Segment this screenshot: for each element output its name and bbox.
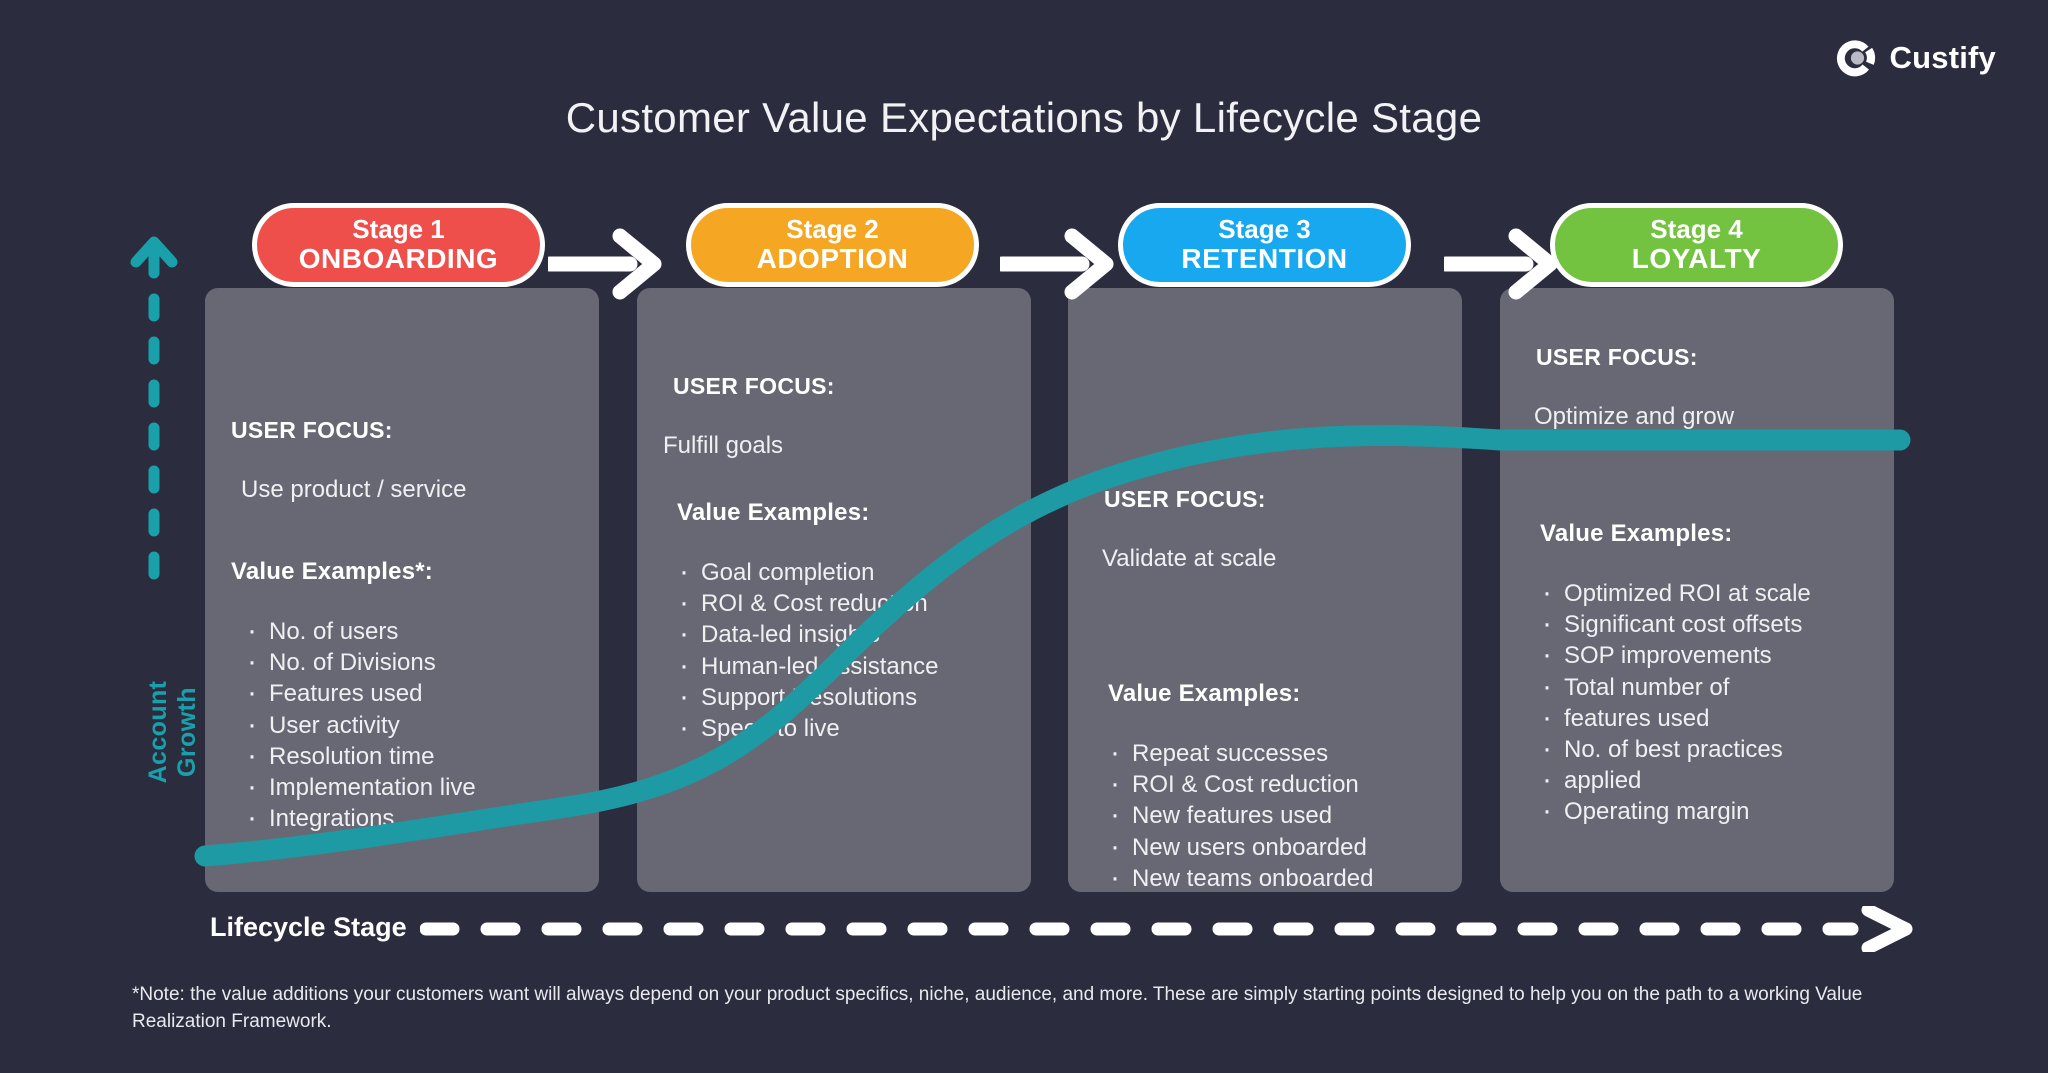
stage-panel-2: USER FOCUS: Fulfill goals Value Examples… [637,288,1031,892]
stage-badge-1[interactable]: Stage 1 ONBOARDING [252,203,545,287]
stage-3-focus-label: USER FOCUS: [1104,486,1266,512]
list-item: Features used [243,676,476,709]
stage-4-badge-bottom: LOYALTY [1631,242,1762,274]
stage-4-focus-text: Optimize and grow [1534,403,1735,430]
stage-1-badge-top: Stage 1 [352,214,445,245]
list-item: Data-led insights [675,617,938,650]
list-item: Goal completion [675,555,938,588]
list-item: ROI & Cost reduction [1106,767,1373,800]
footnote: *Note: the value additions your customer… [132,984,1863,1032]
stage-4-examples-list: Optimized ROI at scale Significant cost … [1538,576,1811,828]
page-title: Customer Value Expectations by Lifecycle… [565,94,1483,141]
stage-1-focus-text: Use product / service [241,476,467,503]
brand-logo: Custify [1836,38,1996,78]
list-item: Repeat successes [1106,736,1373,769]
list-item: Support Resolutions [675,680,938,713]
stage-panel-4: USER FOCUS: Optimize and grow Value Exam… [1500,288,1894,892]
x-axis-arrow-icon [420,906,1913,952]
stage-4-badge-top: Stage 4 [1650,214,1743,245]
stage-badge-2[interactable]: Stage 2 ADOPTION [686,203,979,287]
list-item: No. of users [243,614,476,647]
list-item: Integrations [243,801,476,834]
list-item: New users onboarded [1106,830,1373,863]
stage-1-badge-bottom: ONBOARDING [298,242,499,274]
stage-2-focus-text: Fulfill goals [663,432,784,459]
x-axis-label: Lifecycle Stage [210,912,407,942]
list-item: New features used [1106,798,1373,831]
stage-3-badge-top: Stage 3 [1218,214,1311,245]
list-item: Significant cost offsets [1538,607,1811,640]
stage-3-badge-bottom: RETENTION [1181,242,1348,274]
list-item: ROI & Cost reduction [675,586,938,619]
list-item: New teams onboarded [1106,861,1373,894]
stage-1-examples-list: No. of users No. of Divisions Features u… [243,614,476,834]
list-item: No. of Divisions [243,645,476,678]
list-item: Resolution time [243,739,476,772]
stage-1-focus-label: USER FOCUS: [231,417,393,443]
stage-connector-arrow-3-icon [1444,228,1558,300]
list-item-continuation: features used [1538,701,1811,734]
stage-2-focus-label: USER FOCUS: [673,373,835,399]
list-item: Operating margin [1538,794,1811,827]
stage-4-examples-label: Value Examples: [1540,520,1733,547]
stage-1-examples-label: Value Examples*: [231,558,433,585]
stage-3-examples-list: Repeat successes ROI & Cost reduction Ne… [1106,736,1373,894]
stage-3-examples-label: Value Examples: [1108,680,1301,707]
list-item: User activity [243,708,476,741]
list-item: No. of best practices [1538,732,1811,765]
list-item-continuation: applied [1538,763,1811,796]
stage-panel-1: USER FOCUS: Use product / service Value … [205,288,599,892]
stage-2-examples-list: Goal completion ROI & Cost reduction Dat… [675,555,938,744]
stage-badge-3[interactable]: Stage 3 RETENTION [1118,203,1411,287]
y-axis-label: Account Growth [144,680,201,784]
stage-4-focus-label: USER FOCUS: [1536,344,1698,370]
list-item: SOP improvements [1538,638,1811,671]
y-axis-arrow-icon [130,236,178,580]
list-item: Human-led assistance [675,649,938,682]
stage-connector-arrow-1-icon [548,228,662,300]
list-item: Implementation live [243,770,476,803]
stage-2-badge-top: Stage 2 [786,214,879,245]
list-item: Optimized ROI at scale [1538,576,1811,609]
brand-name: Custify [1889,40,1996,75]
stage-2-badge-bottom: ADOPTION [756,242,909,274]
custify-logo-icon [1836,40,1875,77]
stage-3-focus-text: Validate at scale [1102,545,1277,572]
stage-connector-arrow-2-icon [1000,228,1114,300]
stage-panel-3: USER FOCUS: Validate at scale Value Exam… [1068,288,1462,894]
stage-badge-4[interactable]: Stage 4 LOYALTY [1550,203,1843,287]
y-axis: Account Growth [128,232,201,922]
list-item: Total number of [1538,670,1811,703]
stage-2-examples-label: Value Examples: [677,499,870,526]
list-item: Speed to live [675,711,938,744]
